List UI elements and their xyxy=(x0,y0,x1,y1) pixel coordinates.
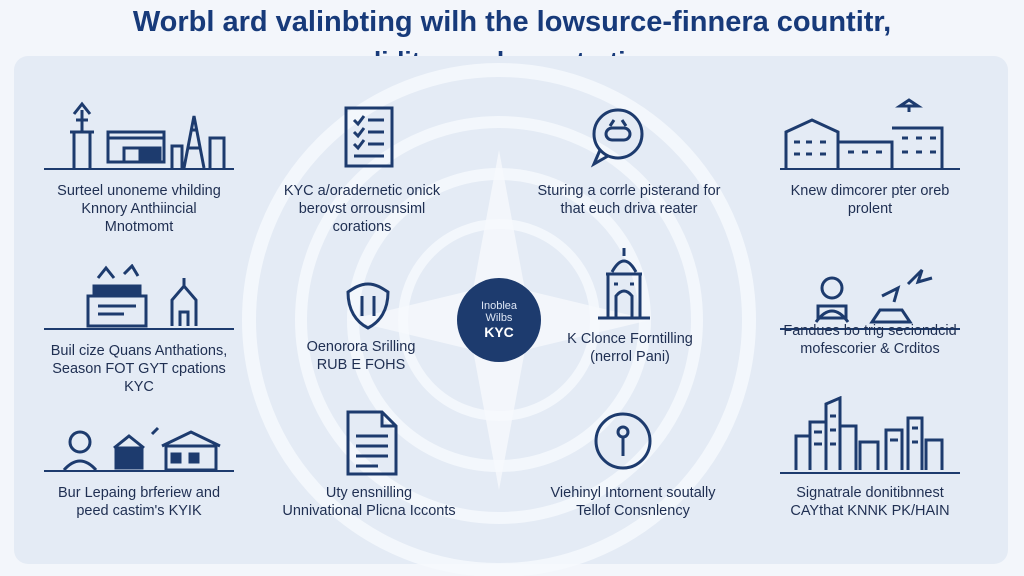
caption-r2c3: K Clonce Forntilling(nerrol Pani) xyxy=(567,331,693,365)
chat-bubble-icon xyxy=(586,104,646,168)
temple-icon xyxy=(588,244,660,324)
checklist-document-icon xyxy=(338,104,402,170)
center-line-1: Inoblea xyxy=(480,300,518,312)
divider-r1c4 xyxy=(780,168,960,170)
cash-register-icon xyxy=(84,264,234,330)
campus-building-icon xyxy=(782,98,968,170)
divider-r3c1 xyxy=(44,470,234,472)
divider-r3c4 xyxy=(780,472,960,474)
shield-icon xyxy=(342,280,394,330)
divider-r2c1 xyxy=(44,328,234,330)
info-circle-icon xyxy=(592,410,654,472)
report-document-icon xyxy=(342,408,402,478)
city-skyline-icon xyxy=(790,396,960,472)
center-kyc-label: KYC xyxy=(484,324,514,340)
divider-r2c4 xyxy=(780,328,960,330)
center-kyc-hub: Inoblea Wilbs KYC xyxy=(457,278,541,362)
caption-r2c1: Buil cize Quans Anthations,Season FOT GY… xyxy=(50,343,228,395)
people-shops-icon xyxy=(50,424,230,474)
title-line-1: Worbl ard valinbting wilh the lowsurce-f… xyxy=(132,6,892,38)
government-buildings-icon xyxy=(44,98,234,170)
person-laptop-icon xyxy=(790,266,960,330)
divider-r1c1 xyxy=(44,168,234,170)
center-line-2: Wilbs xyxy=(485,312,513,324)
